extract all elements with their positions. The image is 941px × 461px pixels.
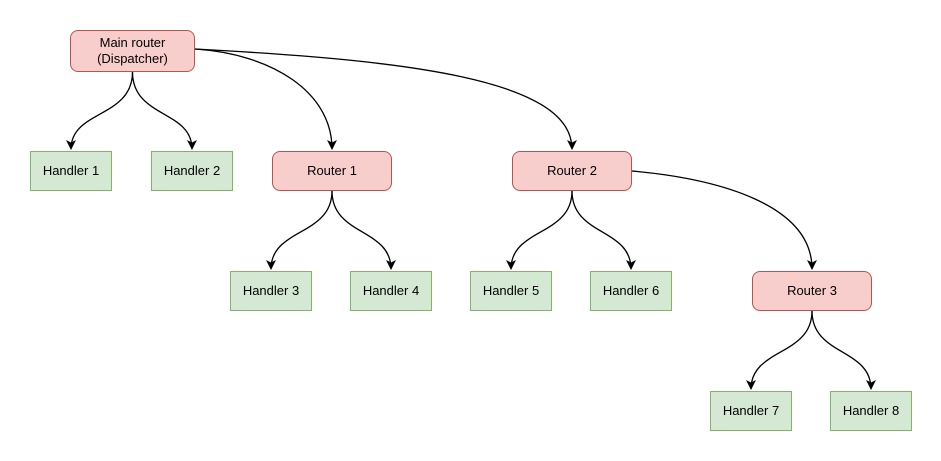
node-handler-6-label: Handler 6 xyxy=(602,283,660,298)
node-router-3-label: Router 3 xyxy=(787,283,837,298)
edge-main-router-to-router-2 xyxy=(194,48,577,150)
node-main-router: Main router (Dispatcher) xyxy=(70,30,195,72)
node-handler-8: Handler 8 xyxy=(830,391,912,431)
node-handler-3: Handler 3 xyxy=(230,271,312,311)
node-handler-7: Handler 7 xyxy=(710,391,792,431)
node-router-1-label: Router 1 xyxy=(307,163,357,178)
edge-main-router-to-router-1 xyxy=(194,48,337,150)
node-router-2-label: Router 2 xyxy=(547,163,597,178)
edge-router-1-to-handler-4 xyxy=(331,190,396,270)
node-handler-5: Handler 5 xyxy=(470,271,552,311)
node-handler-1-label: Handler 1 xyxy=(42,163,100,178)
node-router-1: Router 1 xyxy=(272,151,392,191)
edge-main-router-to-handler-1 xyxy=(66,71,134,150)
node-handler-7-label: Handler 7 xyxy=(722,403,780,418)
node-main-router-label: Main router (Dispatcher) xyxy=(97,35,168,66)
edge-router-2-to-handler-5 xyxy=(506,190,573,270)
node-handler-4-label: Handler 4 xyxy=(362,283,420,298)
edge-main-router-to-handler-2 xyxy=(131,71,197,150)
node-router-3: Router 3 xyxy=(752,271,872,311)
edge-router-3-to-handler-8 xyxy=(811,310,876,390)
node-handler-2-label: Handler 2 xyxy=(163,163,221,178)
node-handler-1: Handler 1 xyxy=(30,151,112,191)
node-handler-2: Handler 2 xyxy=(151,151,233,191)
node-handler-5-label: Handler 5 xyxy=(482,283,540,298)
node-handler-8-label: Handler 8 xyxy=(842,403,900,418)
edge-router-3-to-handler-7 xyxy=(746,310,813,390)
node-handler-6: Handler 6 xyxy=(590,271,672,311)
node-handler-4: Handler 4 xyxy=(350,271,432,311)
node-router-2: Router 2 xyxy=(512,151,632,191)
node-handler-3-label: Handler 3 xyxy=(242,283,300,298)
edge-router-2-to-handler-6 xyxy=(571,190,636,270)
edge-router-2-to-router-3 xyxy=(631,170,817,270)
edge-router-1-to-handler-3 xyxy=(266,190,333,270)
